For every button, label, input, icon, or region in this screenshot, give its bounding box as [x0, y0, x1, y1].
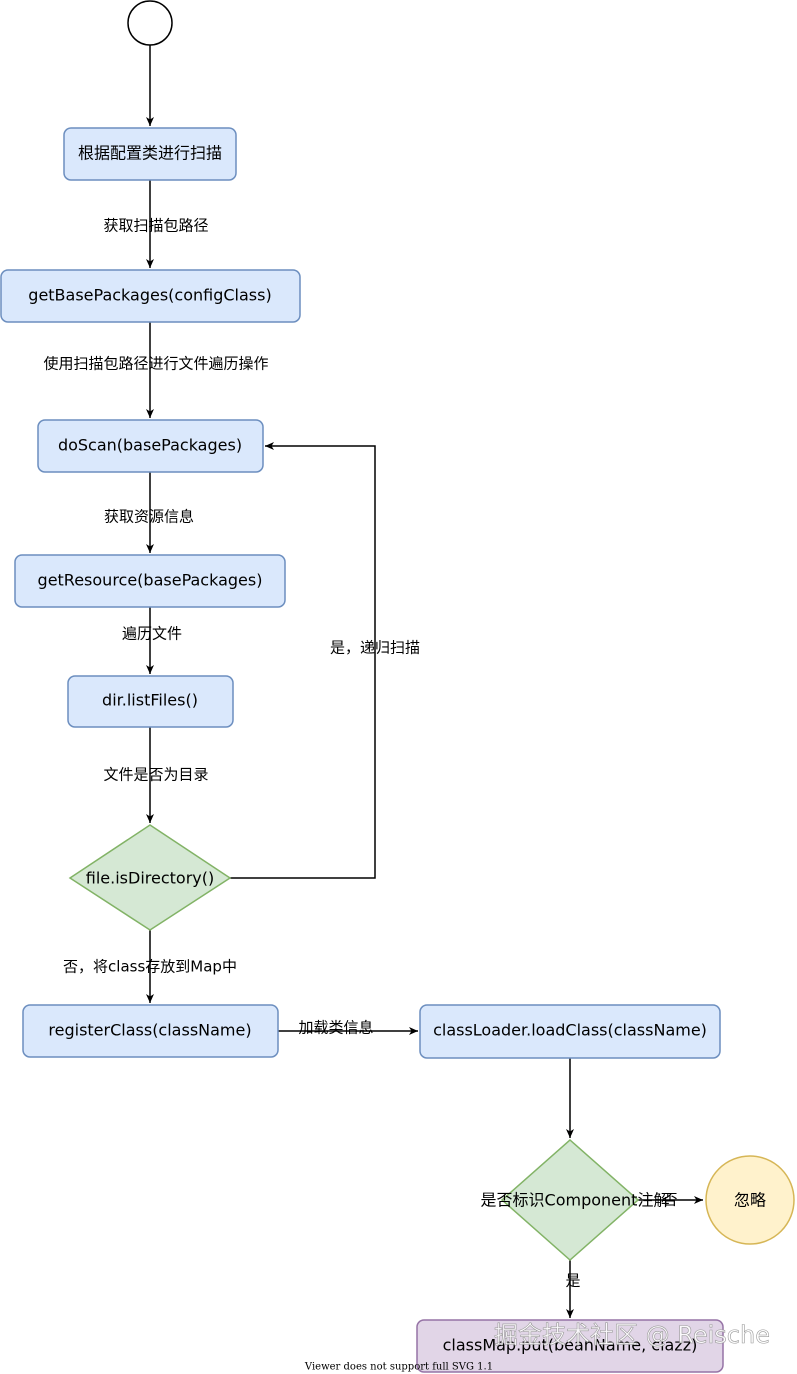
edge-label-load-class-info: 加载类信息: [298, 1019, 373, 1037]
node-scan-by-config-label: 根据配置类进行扫描: [78, 144, 222, 163]
node-has-component-label: 是否标识Component注解: [481, 1191, 670, 1210]
edge-label-no: 否: [662, 1191, 677, 1209]
node-get-base-packages-label: getBasePackages(configClass): [28, 286, 271, 305]
node-do-scan: doScan(basePackages): [37, 419, 264, 473]
node-load-class: classLoader.loadClass(className): [419, 1004, 721, 1059]
node-get-base-packages: getBasePackages(configClass): [0, 269, 301, 323]
node-get-resource-label: getResource(basePackages): [38, 571, 263, 590]
node-load-class-label: classLoader.loadClass(className): [433, 1021, 707, 1040]
watermark: 掘金技术社区 @ Reische: [494, 1321, 770, 1349]
node-is-directory-label: file.isDirectory(): [86, 869, 214, 888]
edge-label-no-store-map: 否，将class存放到Map中: [63, 958, 237, 976]
node-ignore-label: 忽略: [734, 1191, 766, 1210]
viewer-support-notice: Viewer does not support full SVG 1.1: [304, 1362, 493, 1373]
edge-label-yes-recursive: 是，递归扫描: [330, 639, 420, 657]
edge-label-get-resource-info: 获取资源信息: [104, 508, 194, 526]
edge-label-is-dir-question: 文件是否为目录: [103, 766, 208, 784]
node-has-component: 是否标识Component注解: [481, 1138, 670, 1262]
edge-label-traverse-files: 遍历文件: [122, 625, 182, 643]
edge-label-get-scan-path: 获取扫描包路径: [103, 217, 208, 235]
node-class-map-put-label: classMap.put(beanName, clazz): [443, 1336, 698, 1355]
node-register-class-label: registerClass(className): [48, 1021, 251, 1040]
edge-label-use-scan-path: 使用扫描包路径进行文件遍历操作: [43, 355, 268, 373]
start-node: [127, 0, 173, 46]
node-ignore: 忽略: [705, 1155, 795, 1245]
node-list-files: dir.listFiles(): [67, 675, 234, 728]
node-register-class: registerClass(className): [22, 1004, 279, 1058]
node-list-files-label: dir.listFiles(): [102, 691, 198, 710]
node-do-scan-label: doScan(basePackages): [58, 436, 242, 455]
node-is-directory: file.isDirectory(): [68, 824, 232, 931]
node-scan-by-config: 根据配置类进行扫描: [63, 127, 237, 181]
node-get-resource: getResource(basePackages): [14, 554, 286, 608]
edge-isdir-recursive: [230, 442, 376, 879]
edge-label-yes: 是: [565, 1272, 580, 1290]
node-class-map-put: classMap.put(beanName, clazz): [416, 1319, 724, 1373]
